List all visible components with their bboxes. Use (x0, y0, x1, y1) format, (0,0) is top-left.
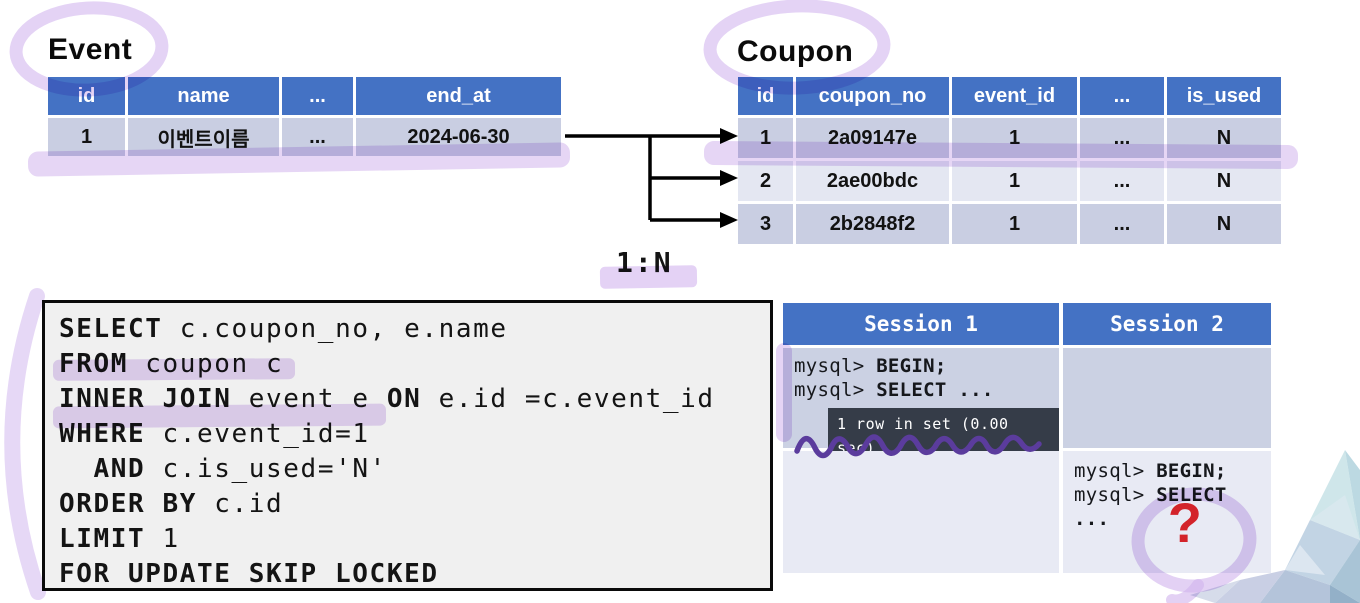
event-table: id name ... end_at 1 이벤트이름 ... 2024-06-3… (48, 77, 561, 156)
arrow-heads (720, 128, 738, 228)
mysql-line: mysql> SELECT ... (794, 379, 994, 401)
session1-header: Session 1 (783, 303, 1059, 345)
coupon-cell: N (1167, 118, 1281, 158)
event-col-header: id (48, 77, 125, 115)
event-col-header: end_at (356, 77, 561, 115)
session2-commands-cell: mysql> BEGIN; mysql> SELECT ... ? (1063, 451, 1271, 573)
session-table: Session 1 Session 2 mysql> BEGIN; mysql>… (783, 303, 1277, 573)
session1-empty-cell (783, 451, 1059, 573)
coupon-col-header: coupon_no (796, 77, 949, 115)
coupon-cell: 2b2848f2 (796, 204, 949, 244)
session2-header: Session 2 (1063, 303, 1271, 345)
coupon-cell: ... (1080, 161, 1164, 201)
question-circle-tail (1166, 579, 1204, 603)
event-cell-id: 1 (48, 118, 125, 156)
left-paren-stroke (4, 288, 46, 600)
coupon-table: id coupon_no event_id ... is_used 1 2a09… (738, 77, 1281, 244)
coupon-cell: 1 (952, 118, 1077, 158)
mysql-line: mysql> BEGIN; (1074, 460, 1227, 482)
coupon-cell: N (1167, 161, 1281, 201)
coupon-cell: 1 (738, 118, 793, 158)
coupon-cell: 2ae00bdc (796, 161, 949, 201)
event-col-header: ... (282, 77, 353, 115)
coupon-cell: ... (1080, 204, 1164, 244)
sql-line: FROM coupon c (59, 349, 284, 379)
event-cell-name: 이벤트이름 (128, 118, 279, 156)
sql-line: SELECT c.coupon_no, e.name (59, 314, 508, 344)
session1-commands-cell: mysql> BEGIN; mysql> SELECT ... 1 row in… (783, 348, 1059, 465)
coupon-col-header: ... (1080, 77, 1164, 115)
mysql-line: mysql> BEGIN; (794, 355, 947, 377)
coupon-cell: 1 (952, 204, 1077, 244)
session2-empty-cell (1063, 348, 1271, 448)
coupon-cell: 2a09147e (796, 118, 949, 158)
event-cell-end-at: 2024-06-30 (356, 118, 561, 156)
sql-line: INNER JOIN event e ON e.id =c.event_id (59, 384, 715, 414)
sql-line: AND c.is_used='N' (93, 454, 387, 484)
coupon-cell: 2 (738, 161, 793, 201)
event-cell-dots: ... (282, 118, 353, 156)
coupon-cell: 3 (738, 204, 793, 244)
sql-line: FOR UPDATE SKIP LOCKED (59, 559, 439, 589)
sql-line: WHERE c.event_id=1 (59, 419, 370, 449)
arrow-lines (565, 134, 723, 222)
coupon-cell: ... (1080, 118, 1164, 158)
coupon-col-header: is_used (1167, 77, 1281, 115)
event-table-title: Event (48, 33, 133, 66)
sql-line: ORDER BY c.id (59, 489, 284, 519)
coupon-cell: 1 (952, 161, 1077, 201)
coupon-col-header: event_id (952, 77, 1077, 115)
event-col-header: name (128, 77, 279, 115)
coupon-col-header: id (738, 77, 793, 115)
question-mark: ? (1167, 491, 1203, 554)
sql-line: LIMIT 1 (59, 524, 180, 554)
relation-cardinality-label: 1:N (616, 246, 673, 279)
coupon-cell: N (1167, 204, 1281, 244)
coupon-table-title: Coupon (737, 35, 854, 68)
